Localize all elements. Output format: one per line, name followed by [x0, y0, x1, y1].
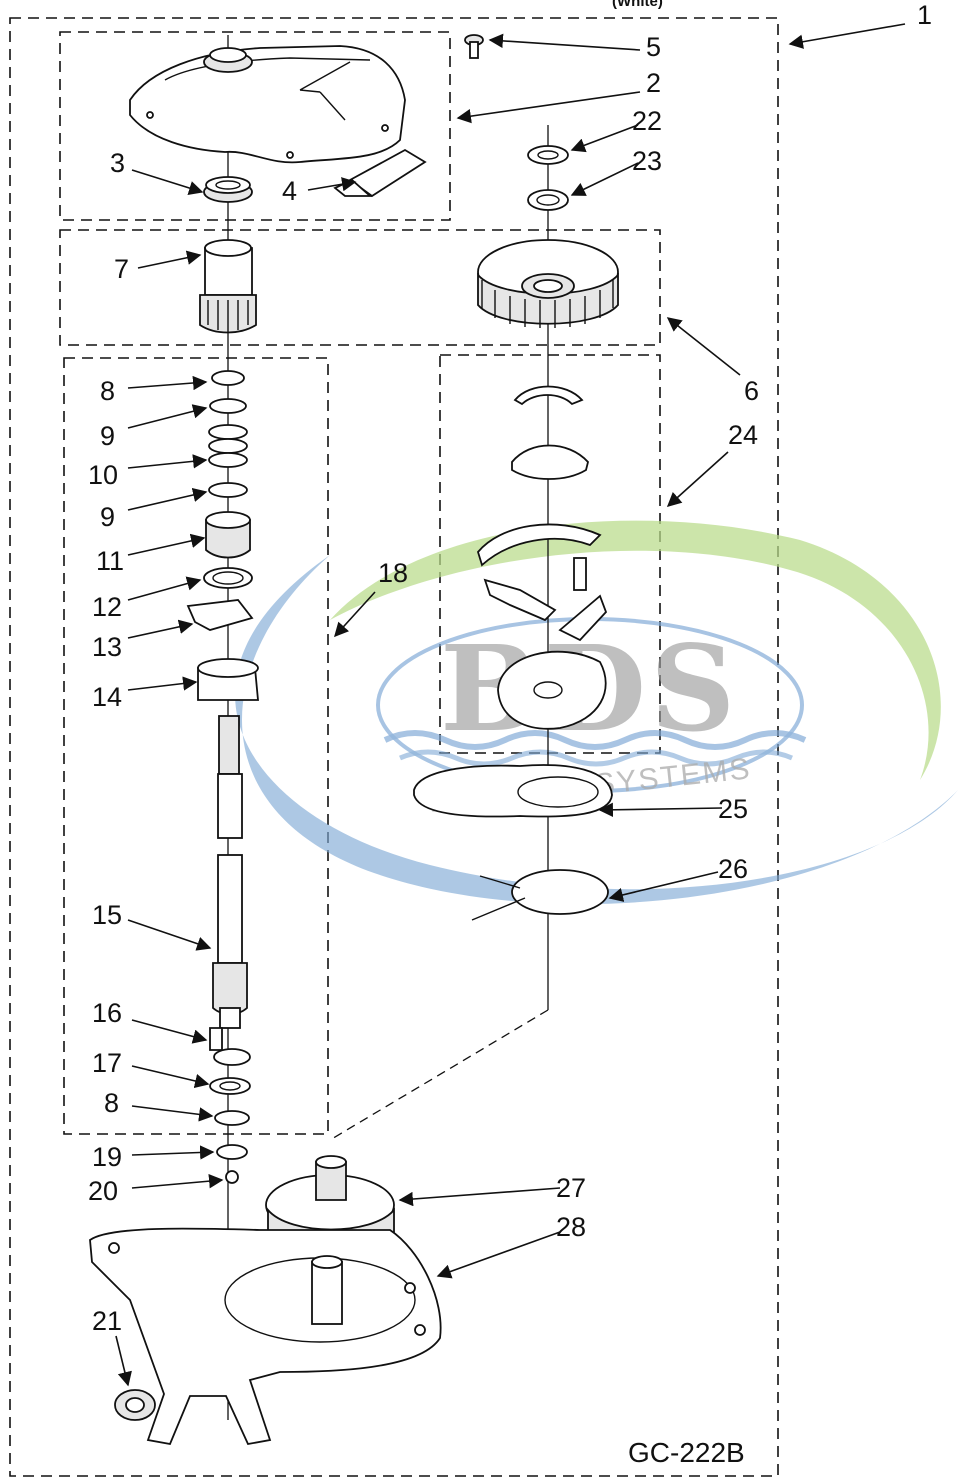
callout-20: 20	[88, 1176, 118, 1206]
callout-27: 27	[556, 1173, 586, 1203]
part-cap-19	[216, 1144, 248, 1160]
part-spring-26	[471, 869, 609, 921]
part-cover	[129, 45, 406, 164]
part-fork	[483, 578, 608, 642]
part-ball-20	[225, 1170, 239, 1184]
callout-8-top: 8	[100, 376, 115, 406]
part-slider-25	[413, 764, 613, 818]
callout-17: 17	[92, 1048, 122, 1078]
callout-14: 14	[92, 682, 122, 712]
callout-28: 28	[556, 1212, 586, 1242]
subassembly-box-2	[59, 31, 451, 221]
callout-22: 22	[632, 106, 662, 136]
callout-16: 16	[92, 998, 122, 1028]
callout-7: 7	[114, 254, 129, 284]
callout-6: 6	[744, 376, 759, 406]
part-washer-22	[527, 145, 569, 165]
callout-8-bottom: 8	[104, 1088, 119, 1118]
subassembly-box-18	[63, 357, 329, 1135]
part-washer-12	[203, 567, 253, 589]
part-spring-10	[208, 424, 248, 468]
watermark-logo: BDS LAUNDRY SYSTEMS	[235, 520, 958, 905]
callout-4: 4	[282, 176, 297, 206]
callout-10: 10	[88, 460, 118, 490]
part-clutch-14	[197, 658, 259, 701]
callout-labels: 1 2 3 4 5 6 7 8 9 10 9 11 12 13 14 15 16…	[88, 0, 932, 1336]
part-housing-28	[89, 1227, 442, 1446]
part-base-plate	[497, 650, 607, 730]
part-seal	[203, 176, 253, 203]
part-shaft-15	[212, 715, 248, 1029]
callout-26: 26	[718, 854, 748, 884]
part-pin	[573, 557, 587, 591]
subassembly-box-6	[59, 229, 661, 346]
diagram-code: GC-222B	[628, 1437, 745, 1468]
part-washer-23	[527, 189, 569, 211]
callout-11: 11	[96, 546, 124, 576]
part-ring-9-bottom	[208, 482, 248, 498]
part-washer-17	[209, 1077, 251, 1095]
callout-2: 2	[646, 68, 661, 98]
header-fragment: (White)	[612, 0, 663, 10]
leader-lines	[115, 23, 906, 1387]
watermark-wave-2	[399, 749, 793, 767]
part-seal-21	[114, 1389, 156, 1421]
callout-15: 15	[92, 900, 122, 930]
callout-23: 23	[632, 146, 662, 176]
part-gear	[477, 239, 619, 328]
part-ring-8-bottom	[214, 1110, 250, 1126]
callout-21: 21	[92, 1306, 122, 1336]
part-screw	[464, 34, 484, 59]
part-bearing-upper	[513, 385, 584, 406]
part-gear-11	[205, 511, 251, 559]
callout-25: 25	[718, 794, 748, 824]
callout-24: 24	[728, 420, 758, 450]
callout-5: 5	[646, 32, 661, 62]
part-pinion	[199, 239, 257, 334]
part-clip-16	[209, 1027, 251, 1066]
callout-13: 13	[92, 632, 122, 662]
watermark-wave-1	[383, 730, 807, 750]
callout-12: 12	[92, 592, 122, 622]
part-bearing-lower	[511, 444, 589, 480]
part-ring-8-top	[211, 370, 245, 386]
axis-link	[329, 1009, 549, 1141]
callout-1: 1	[917, 0, 932, 30]
part-ring-9-top	[209, 398, 247, 414]
callout-19: 19	[92, 1142, 122, 1172]
part-shift-lever	[476, 523, 602, 567]
callout-18: 18	[378, 558, 408, 588]
part-cam-13	[186, 599, 254, 631]
callout-9-bottom: 9	[100, 502, 115, 532]
callout-3: 3	[110, 148, 125, 178]
callout-9-top: 9	[100, 421, 115, 451]
